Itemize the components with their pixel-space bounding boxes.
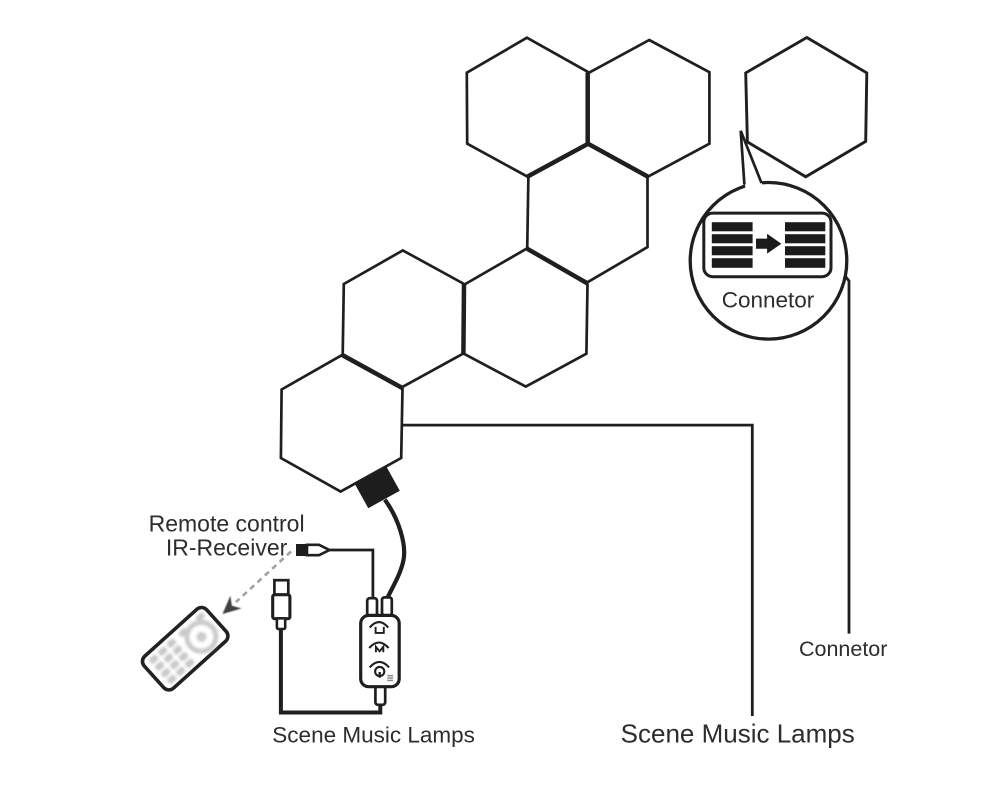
svg-text:Remote control: Remote control xyxy=(149,510,305,536)
svg-text:Connetor: Connetor xyxy=(722,288,815,313)
svg-text:IR-Receiver: IR-Receiver xyxy=(166,535,288,561)
svg-text:Connetor: Connetor xyxy=(799,637,887,661)
svg-text:Scene Music Lamps: Scene Music Lamps xyxy=(621,719,855,749)
svg-text:Scene Music Lamps: Scene Music Lamps xyxy=(272,722,475,747)
